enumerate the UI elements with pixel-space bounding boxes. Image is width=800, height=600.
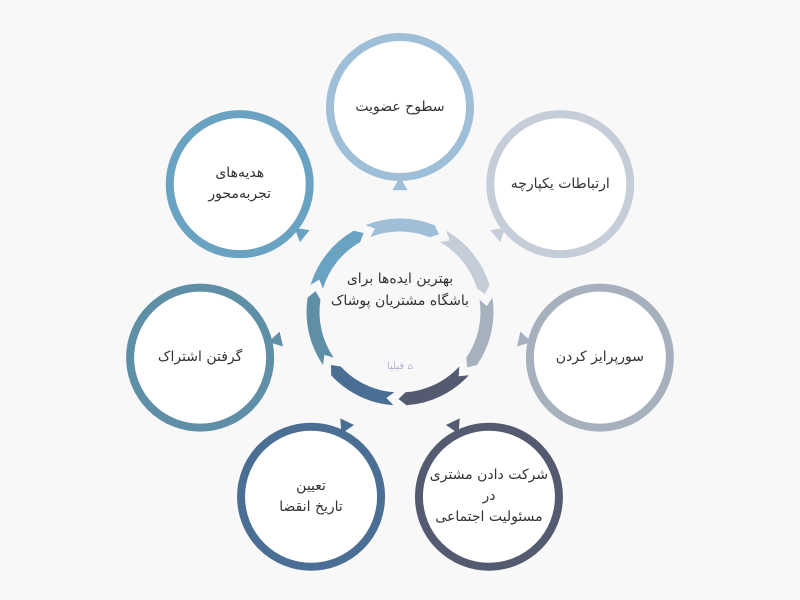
ring-segment-subscription bbox=[306, 291, 334, 366]
node-circle-subscription bbox=[126, 283, 275, 432]
node-circle-membership-levels bbox=[326, 33, 474, 181]
node-label-integrated-communications: ارتباطات یکپارچه bbox=[498, 122, 622, 246]
center-title: بهترین ایده‌ها برای باشگاه مشتریان پوشاک bbox=[300, 268, 500, 312]
node-label-social-responsibility: شرکت دادن مشتری در مسئولیت اجتماعی bbox=[427, 435, 551, 559]
node-circle-expiry-date bbox=[237, 422, 386, 571]
node-label-line: تعیین bbox=[296, 477, 326, 494]
ring-segment-membership-levels bbox=[365, 218, 440, 238]
arrow-membership-levels bbox=[392, 177, 408, 191]
node-label-line: سورپرایز کردن bbox=[555, 349, 644, 366]
node-circle-group bbox=[126, 33, 674, 571]
arrow-social-responsibility bbox=[445, 418, 460, 434]
center-ring bbox=[306, 218, 494, 406]
node-label-line: سطوح عضویت bbox=[355, 98, 445, 115]
node-label-line: گرفتن اشتراک bbox=[157, 349, 243, 366]
center-title-line-1: بهترین ایده‌ها برای bbox=[346, 271, 454, 287]
node-label-line: تاریخ انقضا bbox=[279, 498, 343, 515]
node-label-expiry-date: تعیین تاریخ انقضا bbox=[249, 435, 373, 559]
ring-segment-integrated-communications bbox=[439, 230, 490, 295]
node-circle-integrated-communications bbox=[486, 110, 635, 259]
arrow-integrated-communications bbox=[490, 227, 506, 243]
node-circle-social-responsibility bbox=[414, 422, 563, 571]
center-title-line-2: باشگاه مشتریان پوشاک bbox=[330, 293, 470, 309]
node-label-line: تجربه‌محور bbox=[208, 186, 272, 203]
node-circle-experience-gifts bbox=[165, 110, 314, 259]
node-label-line: ارتباطات یکپارچه bbox=[510, 175, 610, 192]
arrow-experience-gifts bbox=[294, 227, 310, 243]
ring-segment-expiry-date bbox=[331, 365, 395, 406]
node-label-line: مسئولیت اجتماعی bbox=[435, 509, 543, 526]
node-label-line: هدیه‌های bbox=[215, 165, 265, 182]
ring-segment-experience-gifts bbox=[310, 230, 364, 289]
arrow-expiry-date bbox=[340, 418, 355, 434]
node-label-experience-gifts: هدیه‌های تجربه‌محور bbox=[178, 122, 302, 246]
ring-segment-surprise bbox=[466, 297, 494, 368]
node-label-membership-levels: سطوح عضویت bbox=[338, 45, 462, 169]
node-label-subscription: گرفتن اشتراک bbox=[138, 296, 262, 420]
node-label-line: در bbox=[482, 488, 496, 505]
watermark-text: فیلیا bbox=[386, 361, 405, 372]
node-label-line: شرکت دادن مشتری bbox=[429, 467, 549, 484]
house-icon: ⌂ bbox=[407, 362, 414, 372]
ring-segment-social-responsibility bbox=[398, 366, 469, 406]
watermark: ⌂ فیلیا bbox=[372, 361, 428, 372]
node-label-surprise: سورپرایز کردن bbox=[538, 296, 662, 420]
node-circle-surprise bbox=[525, 283, 674, 432]
